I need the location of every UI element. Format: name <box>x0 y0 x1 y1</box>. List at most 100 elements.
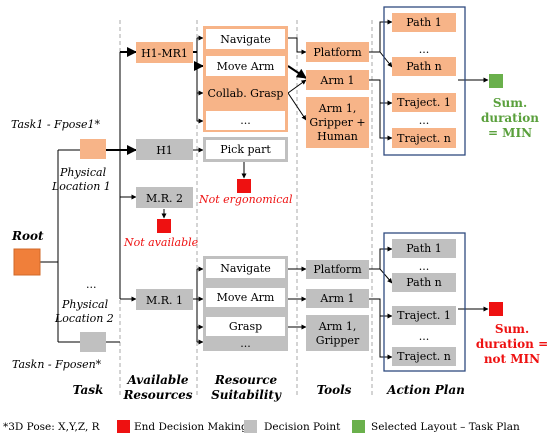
root-node[interactable] <box>13 248 41 276</box>
tool-gripper-human[interactable] <box>306 97 369 148</box>
resource-h1-mr1-label: H1-MR1 <box>141 47 188 60</box>
min-line1: Sum. <box>493 96 527 110</box>
selected-layout-marker <box>489 74 503 88</box>
column-suitability-line2: Suitability <box>211 388 282 402</box>
legend-decision-label: Decision Point <box>264 421 341 433</box>
suitability-collab-grasp[interactable] <box>203 83 288 104</box>
legend-selected-swatch <box>352 420 365 433</box>
suitability-more-lower-label: ... <box>240 337 251 350</box>
traject-n-lower-label: Traject. n <box>397 350 451 363</box>
tool-arm-upper[interactable] <box>306 70 369 90</box>
traject-ellipsis-lower: ... <box>419 330 430 343</box>
suitability-navigate-lower-label: Navigate <box>220 262 270 275</box>
suitability-move-arm-upper[interactable] <box>206 56 285 76</box>
traject-ellipsis-upper: ... <box>419 114 430 127</box>
task-n-label: Taskn - Fposen* <box>12 358 102 371</box>
min-line2: duration <box>481 111 539 125</box>
action-plan-upper-frame <box>383 6 466 156</box>
path-ellipsis-upper: ... <box>419 43 430 56</box>
suitability-navigate-upper[interactable] <box>206 29 285 49</box>
not-ergonomical-label: Not ergonomical <box>198 193 293 206</box>
tool-gripper-human-line1: Arm 1, <box>318 102 357 115</box>
suitability-navigate-upper-label: Navigate <box>220 33 270 46</box>
suitability-more-upper[interactable] <box>206 111 285 130</box>
not-min-line1: Sum. <box>495 322 529 336</box>
location-ellipsis: ... <box>86 278 97 291</box>
location-1-line1: Physical <box>59 166 107 179</box>
tool-gripper-lower-line1: Arm 1, <box>318 320 357 333</box>
connectors <box>40 19 489 360</box>
tool-gripper-lower-line2: Gripper <box>316 334 360 347</box>
root-label: Root <box>11 229 44 243</box>
traject-1-upper[interactable] <box>392 93 456 112</box>
legend-selected-label: Selected Layout – Task Plan <box>371 421 520 433</box>
location-1-line2: Location 1 <box>51 180 111 193</box>
location-2-node[interactable] <box>80 332 106 352</box>
suitability-more-upper-label: ... <box>240 114 251 127</box>
location-1-node[interactable] <box>80 139 106 159</box>
tool-gripper-human-line2: Gripper + <box>309 116 365 129</box>
legend-footnote: *3D Pose: X,Y,Z, R <box>3 421 101 433</box>
suitability-navigate-lower[interactable] <box>206 259 285 278</box>
tool-gripper-lower[interactable] <box>306 315 369 351</box>
not-min-line2: duration = <box>476 337 548 351</box>
traject-n-upper-label: Traject. n <box>397 132 451 145</box>
suitability-move-arm-lower[interactable] <box>206 288 285 307</box>
suitability-collab-grasp-label: Collab. Grasp <box>208 87 284 100</box>
suitability-pick-part[interactable] <box>206 140 285 159</box>
action-plan-lower-frame <box>383 232 466 372</box>
path-n-lower-label: Path n <box>406 276 442 289</box>
column-resources-line2: Resources <box>122 388 192 402</box>
resource-h1-mr1[interactable] <box>136 42 193 63</box>
tool-platform-upper[interactable] <box>306 42 369 62</box>
not-available-label: Not available <box>123 236 199 249</box>
min-line3: = MIN <box>488 126 532 140</box>
tool-arm-upper-label: Arm 1 <box>319 74 354 87</box>
path-n-lower[interactable] <box>392 273 456 292</box>
traject-n-lower[interactable] <box>392 347 456 366</box>
resource-mr2[interactable] <box>136 187 193 208</box>
task-1-label: Task1 - Fpose1* <box>11 118 101 131</box>
tool-platform-lower[interactable] <box>306 260 369 279</box>
traject-n-upper[interactable] <box>392 128 456 148</box>
tool-platform-upper-label: Platform <box>313 46 362 59</box>
column-suitability-line1: Resource <box>214 373 278 387</box>
legend-decision-swatch <box>244 420 257 433</box>
resource-h1-label: H1 <box>156 144 173 157</box>
path-1-lower[interactable] <box>392 239 456 258</box>
path-1-upper[interactable] <box>392 13 456 32</box>
column-task: Task <box>73 383 104 397</box>
location-2-line1: Physical <box>61 298 109 311</box>
suitability-grasp-lower[interactable] <box>206 317 285 336</box>
resource-mr1[interactable] <box>136 289 193 310</box>
path-1-upper-label: Path 1 <box>406 16 441 29</box>
tool-arm-lower-label: Arm 1 <box>319 292 354 305</box>
resource-h1[interactable] <box>136 139 193 160</box>
column-tools: Tools <box>317 383 352 397</box>
suitability-move-arm-lower-label: Move Arm <box>217 291 275 304</box>
tool-arm-lower[interactable] <box>306 289 369 308</box>
path-1-lower-label: Path 1 <box>406 242 441 255</box>
path-n-upper[interactable] <box>392 57 456 76</box>
tool-platform-lower-label: Platform <box>313 263 362 276</box>
location-2-line2: Location 2 <box>54 312 114 325</box>
traject-1-upper-label: Traject. 1 <box>397 96 451 109</box>
not-available-marker <box>157 219 171 233</box>
legend: *3D Pose: X,Y,Z, R End Decision Making D… <box>3 420 520 433</box>
not-min-line3: not MIN <box>484 352 540 366</box>
traject-1-lower[interactable] <box>392 306 456 325</box>
suitability-grasp-lower-label: Grasp <box>229 320 262 333</box>
legend-end-label: End Decision Making <box>134 421 248 433</box>
resource-mr1-label: M.R. 1 <box>146 294 183 307</box>
suitability-pick-part-label: Pick part <box>220 143 271 156</box>
not-min-marker <box>489 302 503 316</box>
column-action-plan: Action Plan <box>386 383 465 397</box>
column-resources-line1: Available <box>126 373 188 387</box>
not-ergonomical-marker <box>237 179 251 193</box>
path-n-upper-label: Path n <box>406 60 442 73</box>
tool-gripper-human-line3: Human <box>317 130 358 143</box>
legend-end-swatch <box>117 420 130 433</box>
traject-1-lower-label: Traject. 1 <box>397 309 451 322</box>
suitability-move-arm-upper-label: Move Arm <box>217 60 275 73</box>
